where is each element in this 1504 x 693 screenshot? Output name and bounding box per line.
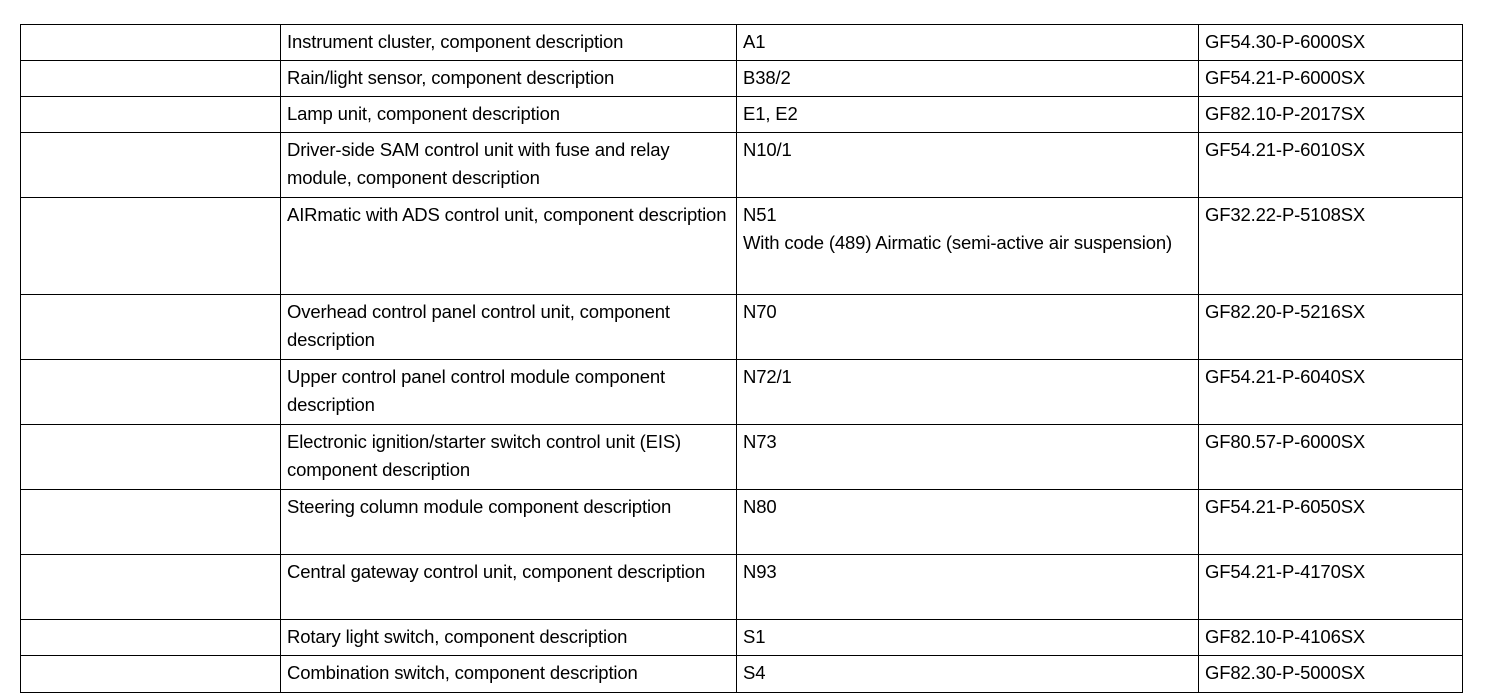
row-description-cell: Central gateway control unit, component … — [280, 554, 737, 621]
row-code-cell: N93 — [736, 554, 1199, 621]
row-reference-cell: GF32.22-P-5108SX — [1198, 197, 1463, 296]
row-description-cell: Steering column module component descrip… — [280, 489, 737, 556]
row-code-cell: S4 — [736, 655, 1199, 693]
row-index-cell — [20, 294, 281, 361]
row-description-cell: Rain/light sensor, component description — [280, 60, 737, 98]
row-description-cell: AIRmatic with ADS control unit, componen… — [280, 197, 737, 296]
row-index-cell — [20, 60, 281, 98]
row-description-cell: Upper control panel control module compo… — [280, 359, 737, 426]
row-index-cell — [20, 619, 281, 657]
row-reference-cell: GF82.10-P-4106SX — [1198, 619, 1463, 657]
row-code-cell: N70 — [736, 294, 1199, 361]
row-index-cell — [20, 96, 281, 134]
row-description-cell: Rotary light switch, component descripti… — [280, 619, 737, 657]
row-code-cell: N72/1 — [736, 359, 1199, 426]
row-code-cell: N80 — [736, 489, 1199, 556]
row-reference-cell: GF82.30-P-5000SX — [1198, 655, 1463, 693]
table-row: Central gateway control unit, component … — [20, 554, 1463, 621]
page-canvas: Instrument cluster, component descriptio… — [20, 23, 1463, 693]
table-row: Upper control panel control module compo… — [20, 359, 1463, 426]
row-code-cell: N51 With code (489) Airmatic (semi-activ… — [736, 197, 1199, 296]
row-reference-cell: GF82.10-P-2017SX — [1198, 96, 1463, 134]
row-code-cell: N73 — [736, 424, 1199, 491]
row-index-cell — [20, 197, 281, 296]
row-description-cell: Combination switch, component descriptio… — [280, 655, 737, 693]
row-reference-cell: GF54.30-P-6000SX — [1198, 23, 1463, 62]
row-index-cell — [20, 655, 281, 693]
row-code-cell: S1 — [736, 619, 1199, 657]
table-row: AIRmatic with ADS control unit, componen… — [20, 197, 1463, 296]
row-index-cell — [20, 23, 281, 62]
row-description-cell: Driver-side SAM control unit with fuse a… — [280, 132, 737, 199]
row-index-cell — [20, 554, 281, 621]
row-reference-cell: GF82.20-P-5216SX — [1198, 294, 1463, 361]
row-code-cell: N10/1 — [736, 132, 1199, 199]
row-reference-cell: GF54.21-P-6040SX — [1198, 359, 1463, 426]
row-reference-cell: GF80.57-P-6000SX — [1198, 424, 1463, 491]
table-row: Rain/light sensor, component description… — [20, 60, 1463, 98]
row-description-cell: Instrument cluster, component descriptio… — [280, 23, 737, 62]
row-description-cell: Electronic ignition/starter switch contr… — [280, 424, 737, 491]
row-code-cell: B38/2 — [736, 60, 1199, 98]
component-reference-table: Instrument cluster, component descriptio… — [20, 23, 1463, 693]
row-reference-cell: GF54.21-P-6010SX — [1198, 132, 1463, 199]
table-body: Instrument cluster, component descriptio… — [20, 23, 1463, 693]
table-row: Electronic ignition/starter switch contr… — [20, 424, 1463, 491]
row-code-cell: E1, E2 — [736, 96, 1199, 134]
row-reference-cell: GF54.21-P-6050SX — [1198, 489, 1463, 556]
table-row: Instrument cluster, component descriptio… — [20, 23, 1463, 62]
row-description-cell: Overhead control panel control unit, com… — [280, 294, 737, 361]
row-index-cell — [20, 489, 281, 556]
table-row: Steering column module component descrip… — [20, 489, 1463, 556]
row-code-cell: A1 — [736, 23, 1199, 62]
row-reference-cell: GF54.21-P-6000SX — [1198, 60, 1463, 98]
row-reference-cell: GF54.21-P-4170SX — [1198, 554, 1463, 621]
table-row: Combination switch, component descriptio… — [20, 655, 1463, 693]
row-description-cell: Lamp unit, component description — [280, 96, 737, 134]
table-row: Overhead control panel control unit, com… — [20, 294, 1463, 361]
table-row: Rotary light switch, component descripti… — [20, 619, 1463, 657]
row-index-cell — [20, 424, 281, 491]
row-index-cell — [20, 132, 281, 199]
table-row: Driver-side SAM control unit with fuse a… — [20, 132, 1463, 199]
row-index-cell — [20, 359, 281, 426]
